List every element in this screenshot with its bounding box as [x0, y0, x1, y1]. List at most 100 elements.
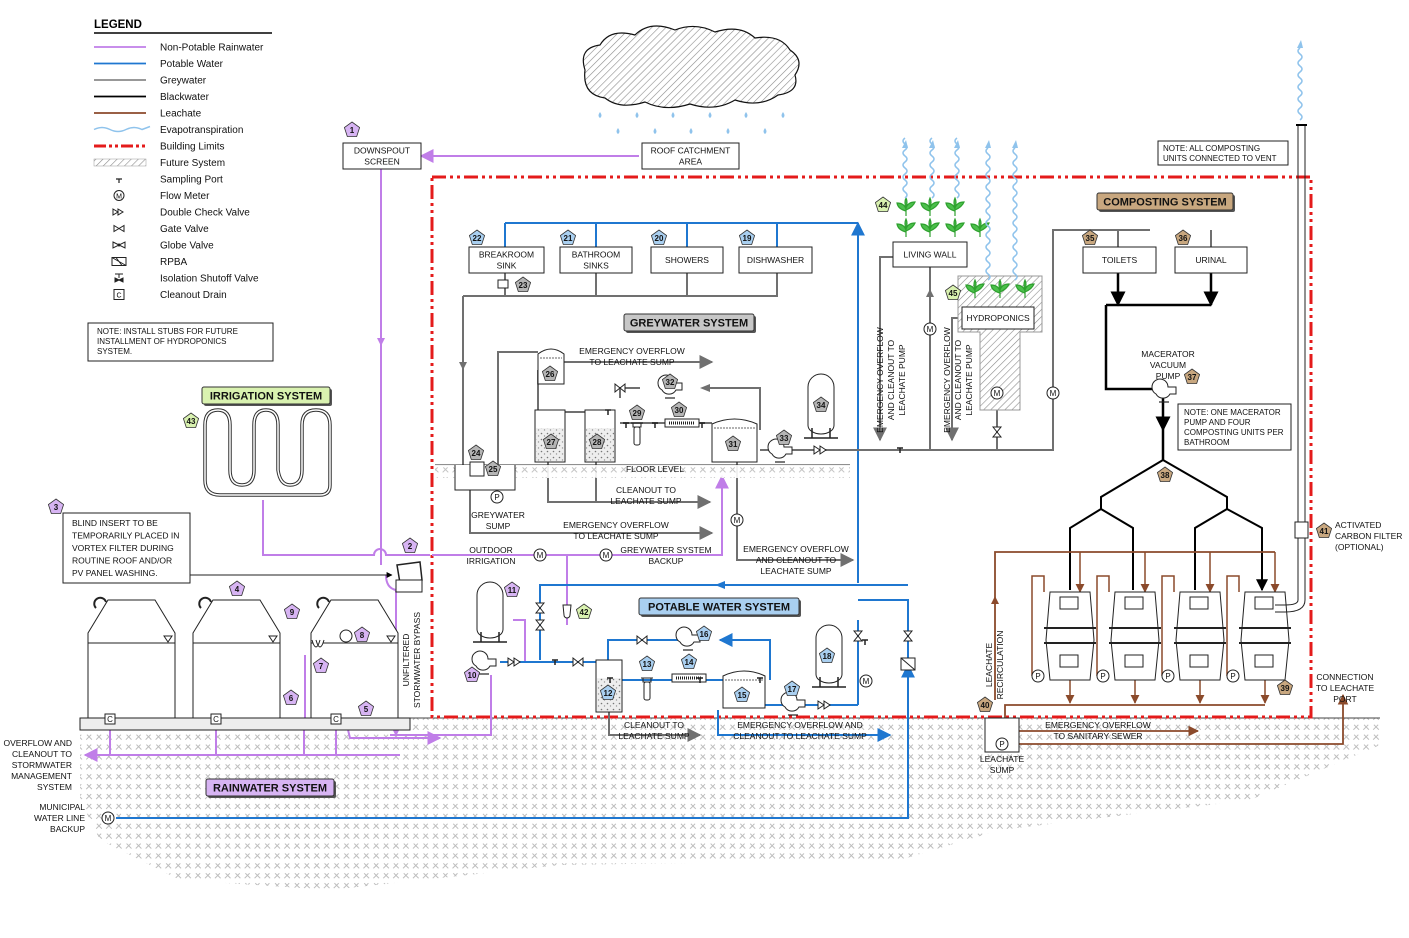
plant-icon	[970, 217, 990, 237]
legend-symbol-label: RPBA	[160, 257, 188, 268]
note-hydroponics-text-line: NOTE: INSTALL STUBS FOR FUTURE	[97, 327, 238, 336]
raindrop-icon	[635, 112, 639, 118]
cleanout-drain-icon	[104, 713, 116, 725]
sampling-port-icon	[552, 659, 558, 665]
gate-valve-icon	[636, 634, 648, 646]
double-check-valve-icon	[817, 700, 831, 710]
composting-system-title	[1096, 192, 1234, 211]
label-greywater-sump-line: GREYWATER	[471, 510, 525, 520]
legend-item-label: Building Limits	[160, 142, 224, 153]
label-overflow-stormwater-line: MANAGEMENT	[11, 771, 72, 781]
unit-hatch-bottom	[1189, 654, 1209, 668]
note-macerator-text-line: NOTE: ONE MACERATOR	[1184, 408, 1281, 417]
badge-13-number: 13	[643, 660, 652, 669]
badge-23	[514, 276, 532, 292]
rainwater-cistern-2	[192, 599, 281, 719]
sampling-port-icon	[699, 422, 705, 428]
label-leachate-sump-line: LEACHATE	[980, 754, 1025, 764]
sampling-port-icon	[897, 447, 903, 453]
bathroom-sinks-box-label-line: SINKS	[583, 261, 609, 271]
badge-29-number: 29	[633, 409, 642, 418]
bathroom-sinks-box	[559, 246, 633, 274]
note-hydroponics-text: NOTE: INSTALL STUBS FOR FUTUREINSTALLMEN…	[97, 327, 238, 356]
double-check-valve-icon	[112, 208, 124, 216]
bathroom-sinks-box-label-line: BATHROOM	[572, 250, 620, 260]
gate-valve-icon	[534, 619, 546, 631]
globe-valve-dot	[117, 243, 121, 247]
label-activated-carbon-filter-line: (OPTIONAL)	[1335, 542, 1384, 552]
legend-swatch-future	[93, 158, 147, 167]
unit-hatch-bottom	[1254, 654, 1274, 668]
badge-37	[1183, 368, 1201, 384]
toilets-box-label-line: TOILETS	[1102, 255, 1138, 265]
irrigation-coil	[203, 408, 332, 497]
evapotranspiration-icon	[1012, 147, 1018, 281]
badge-36-number: 36	[1179, 234, 1188, 243]
gate-valve-icon	[991, 426, 1003, 438]
greywater-sump-pit	[454, 465, 516, 491]
badge-22	[468, 229, 486, 245]
flow-meter-icon	[730, 513, 744, 527]
note-blind-insert-text-line: BLIND INSERT TO BE	[72, 518, 158, 528]
urinal-box-label: URINAL	[1195, 255, 1226, 265]
plant-icon	[945, 217, 965, 237]
plant-icon	[920, 196, 940, 216]
badge-7	[312, 657, 330, 673]
flow-meter-icon	[859, 674, 873, 688]
rpba-diag	[900, 657, 916, 671]
badge-34-number: 34	[817, 401, 826, 410]
evapotranspiration-icon	[902, 137, 908, 199]
raindrop-icon	[671, 112, 675, 118]
label-leachate-recirculation-line: RECIRCULATION	[995, 631, 1005, 700]
cistern-vent-icon	[316, 596, 330, 609]
roof-catchment-box-label-line: AREA	[679, 157, 702, 167]
pump-glyph: P	[999, 740, 1004, 749]
badge-14	[680, 653, 698, 669]
badge-31-number: 31	[729, 440, 738, 449]
badge-4-number: 4	[235, 585, 240, 594]
unit-bands	[1239, 627, 1291, 644]
badge-44-number: 44	[879, 201, 888, 210]
flow-meter-icon	[990, 386, 1004, 400]
badge-23-number: 23	[519, 281, 528, 290]
potable-recirc-return	[718, 633, 771, 680]
flow-arrow	[991, 596, 999, 604]
legend-symbol-label: Isolation Shutoff Valve	[160, 274, 259, 285]
grey-overflow2	[469, 490, 714, 540]
badge-20-number: 20	[655, 234, 664, 243]
label-municipal-water-line-line: WATER LINE	[34, 813, 85, 823]
vortex-filter-body	[395, 579, 423, 593]
double-check-valve-icon	[813, 445, 827, 455]
flow-arrow	[715, 581, 725, 589]
composting-unit-3	[1175, 591, 1225, 681]
badge-40-number: 40	[981, 701, 990, 710]
label-living-wall-overflow-line: AND CLEANOUT TO	[886, 339, 896, 420]
label-macerator-pump-line: VACUUM	[1150, 360, 1186, 370]
legend-symbol-label: Flow Meter	[160, 191, 210, 202]
pump-glyph: P	[494, 493, 499, 502]
note-blind-insert-box	[62, 512, 191, 584]
showers-box	[650, 246, 724, 274]
pump-icon	[1031, 669, 1045, 683]
badge-17	[783, 680, 801, 696]
note-macerator-box	[1177, 403, 1292, 451]
living-wall-box-label: LIVING WALL	[903, 250, 956, 260]
sump-pump-riser	[497, 351, 538, 490]
pump-icon	[1226, 669, 1240, 683]
downspout-screen-box	[342, 142, 422, 170]
gate-valve-icon	[852, 630, 864, 642]
potable-bypass	[858, 599, 909, 665]
badge-1-number: 1	[350, 126, 355, 135]
unit-recirc	[1161, 575, 1175, 676]
